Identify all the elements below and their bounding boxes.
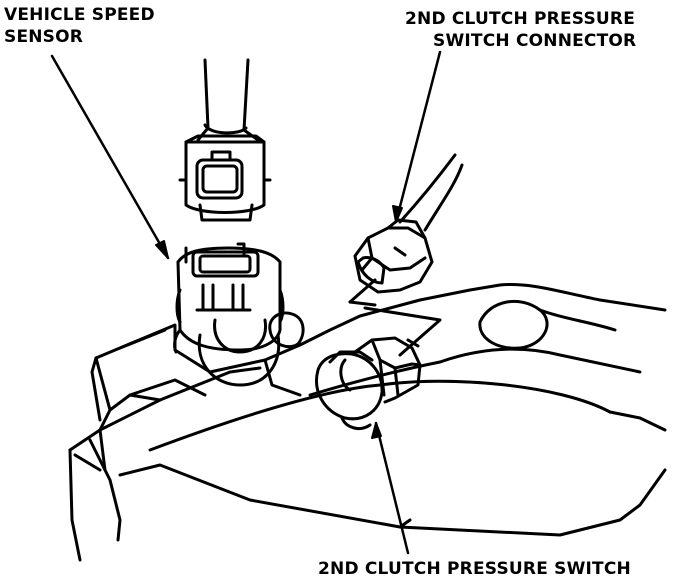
clutch-switch-connector-label-line-2: SWITCH CONNECTOR [433, 31, 637, 51]
leader-line-switch [371, 421, 410, 555]
clutch-pressure-switch-label: 2ND CLUTCH PRESSURE SWITCH [318, 559, 631, 579]
vehicle-speed-sensor-connector [178, 58, 272, 222]
vehicle-speed-sensor-label: VEHICLE SPEED SENSOR [4, 4, 155, 48]
leader-line-connector [392, 50, 442, 224]
clutch-switch-connector-label-line-1: 2ND CLUTCH PRESSURE [405, 9, 636, 29]
transmission-housing [68, 282, 667, 562]
clutch-pressure-switch [315, 336, 422, 430]
vehicle-speed-sensor-label-line-1: VEHICLE SPEED [4, 5, 155, 25]
vehicle-speed-sensor-label-line-2: SENSOR [4, 27, 84, 47]
clutch-switch-connector-label: 2ND CLUTCH PRESSURE SWITCH CONNECTOR [405, 8, 636, 52]
leader-line-vss [50, 54, 170, 260]
vehicle-speed-sensor-body [173, 242, 305, 387]
